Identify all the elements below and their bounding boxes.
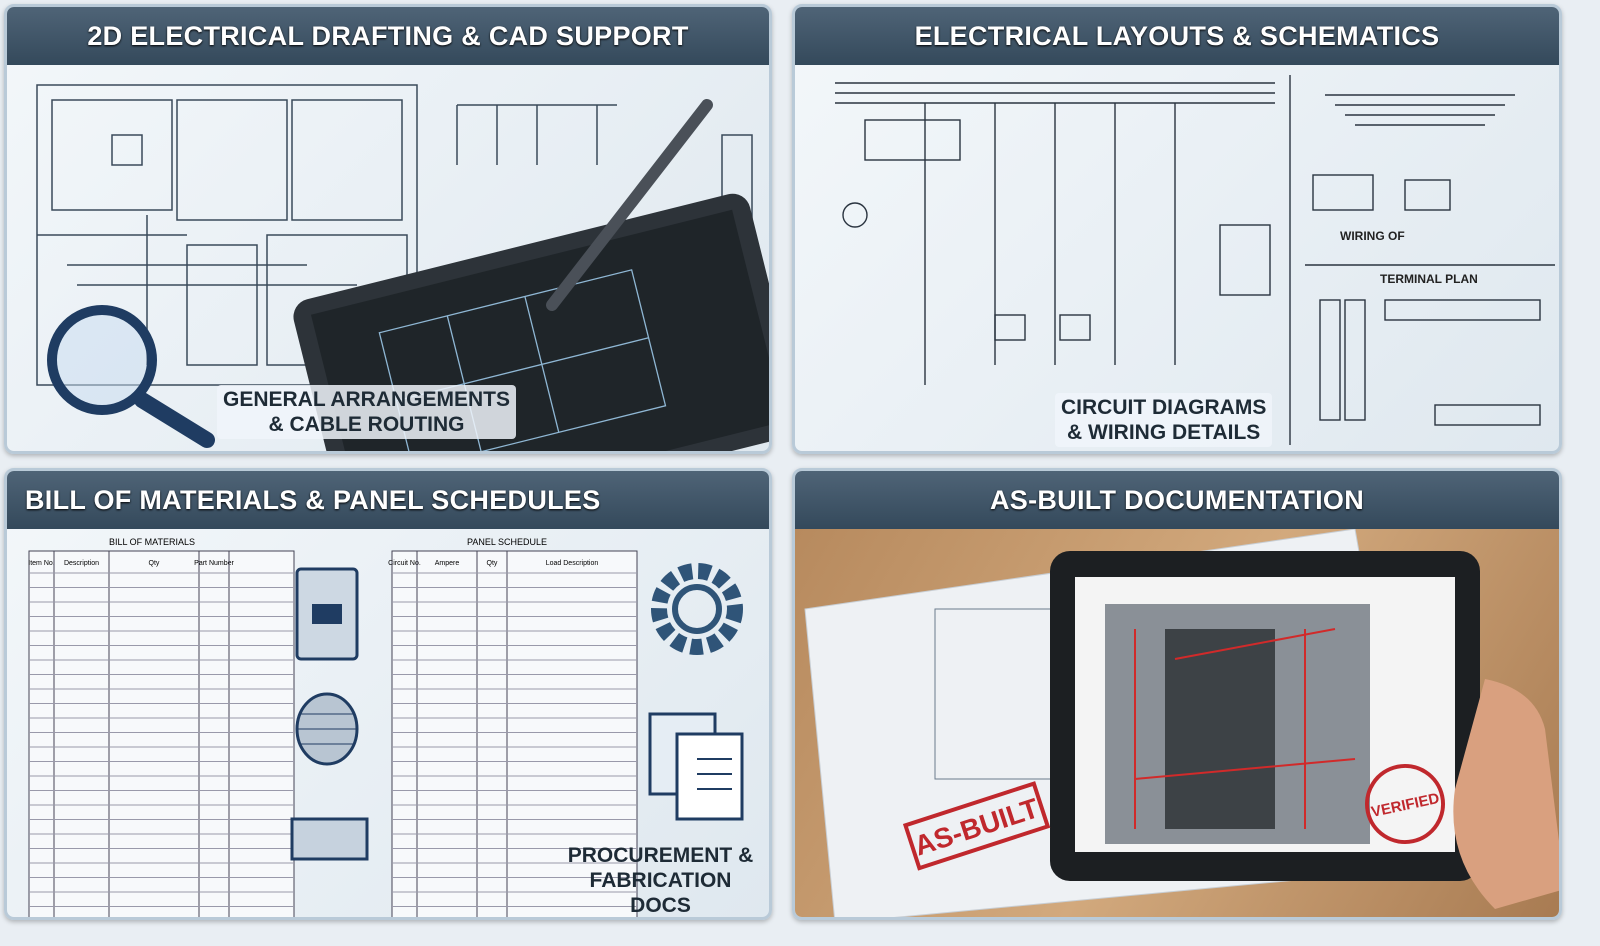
wiring-label: WIRING OF — [1340, 229, 1405, 243]
panel-caption: GENERAL ARRANGEMENTS & CABLE ROUTING — [217, 385, 517, 439]
caption-line: & WIRING DETAILS — [1067, 421, 1261, 444]
panel-as-built: AS-BUILT DOCUMENTATION AS-BUILT VERIFIED — [792, 468, 1562, 920]
caption-line: & CABLE ROUTING — [268, 413, 465, 436]
panel-title: ELECTRICAL LAYOUTS & SCHEMATICS — [795, 7, 1559, 65]
documents-icon — [648, 712, 744, 821]
breaker-icon — [295, 567, 359, 661]
stylus-icon — [546, 99, 713, 311]
tablet-illustration — [293, 99, 769, 451]
table-header: Circuit No. — [388, 560, 421, 567]
panel-title: AS-BUILT DOCUMENTATION — [795, 471, 1559, 529]
caption-line: FABRICATION DOCS — [589, 869, 732, 917]
hand — [1453, 679, 1559, 909]
magnifier-icon — [47, 305, 215, 448]
table-header: Load Description — [546, 560, 599, 567]
panel-caption: CIRCUIT DIAGRAMS & WIRING DETAILS — [1055, 393, 1273, 447]
terminal-block-icon — [290, 817, 369, 861]
table-header: Ampere — [435, 560, 460, 567]
caption-line: PROCUREMENT & — [567, 844, 754, 867]
table-header: Qty — [487, 560, 498, 567]
panel-caption: PROCUREMENT & FABRICATION DOCS — [552, 841, 769, 917]
table-header: Description — [64, 560, 99, 567]
table-frame — [28, 550, 295, 917]
cable-reel-icon — [295, 692, 359, 766]
circuit-diagram: WIRING OF TERMINAL PLAN — [835, 75, 1555, 445]
panel-bom: BILL OF MATERIALS & PANEL SCHEDULES BILL… — [4, 468, 772, 920]
table-header: Part Number — [194, 560, 234, 567]
table-header: Qty — [149, 560, 160, 567]
panel-cad-support: 2D ELECTRICAL DRAFTING & CAD SUPPORT GEN… — [4, 4, 772, 454]
panel-schedule-title: PANEL SCHEDULE — [467, 537, 547, 547]
table-frame — [391, 550, 638, 917]
component-icons — [290, 563, 744, 861]
panel-title: BILL OF MATERIALS & PANEL SCHEDULES — [7, 471, 769, 529]
as-built-photo: AS-BUILT VERIFIED — [804, 529, 1559, 917]
caption-line: GENERAL ARRANGEMENTS — [223, 388, 511, 411]
table-header: Item No. — [28, 560, 55, 567]
terminal-plan-label: TERMINAL PLAN — [1380, 272, 1478, 286]
bom-title: BILL OF MATERIALS — [109, 537, 195, 547]
panel-schematics: ELECTRICAL LAYOUTS & SCHEMATICS WIRING O… — [792, 4, 1562, 454]
panel-title: 2D ELECTRICAL DRAFTING & CAD SUPPORT — [7, 7, 769, 65]
gear-icon — [651, 563, 743, 655]
schedule-tables: BILL OF MATERIALS PANEL SCHEDULE Item No… — [28, 537, 638, 917]
caption-line: CIRCUIT DIAGRAMS — [1061, 396, 1267, 419]
